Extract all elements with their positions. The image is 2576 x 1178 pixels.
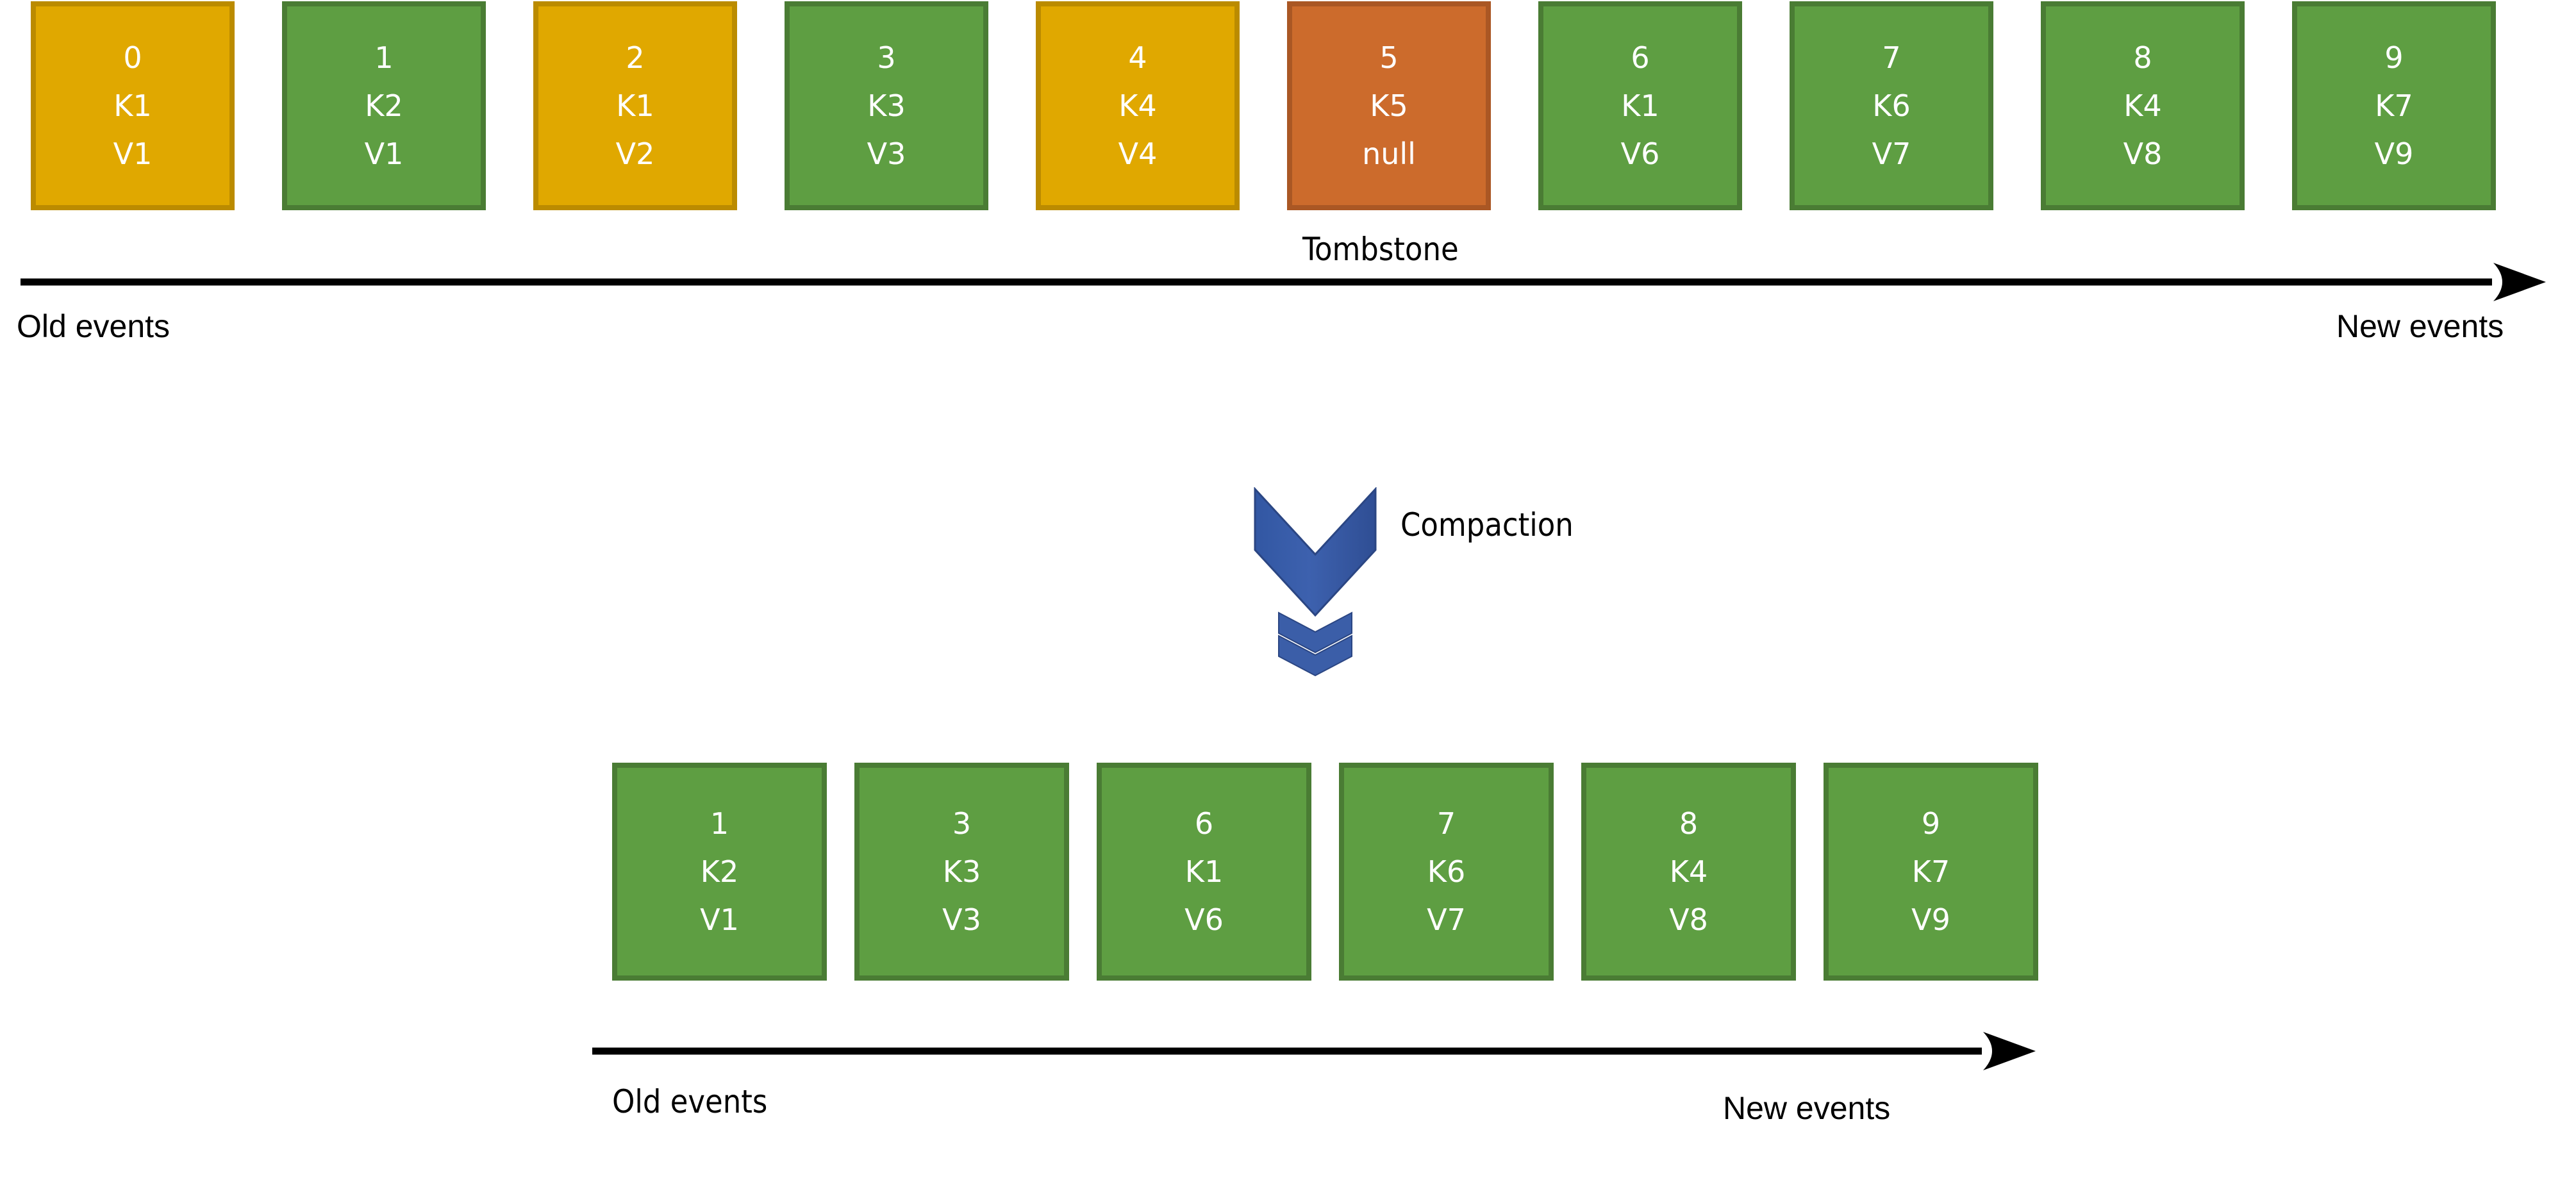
event-key: K1 — [113, 88, 152, 123]
event-key: K2 — [700, 854, 739, 889]
event-offset: 6 — [1194, 806, 1214, 841]
event-key: K6 — [1872, 88, 1911, 123]
event-offset: 7 — [1882, 40, 1901, 75]
event-offset: 6 — [1631, 40, 1650, 75]
event-value: V1 — [113, 137, 153, 171]
event-value: V6 — [1620, 137, 1660, 171]
tombstone-label: Tombstone — [1302, 231, 1459, 268]
event-key: K4 — [1669, 854, 1708, 889]
event-offset: 4 — [1128, 40, 1147, 75]
event-offset: 9 — [1921, 806, 1941, 841]
compaction-arrow-icon — [1253, 487, 1381, 679]
event-key: K4 — [1118, 88, 1157, 123]
event-key: K3 — [867, 88, 906, 123]
event-value: V7 — [1872, 137, 1911, 171]
compaction-label: Compaction — [1400, 506, 1574, 543]
event-value: V4 — [1118, 137, 1158, 171]
event-offset: 1 — [710, 806, 729, 841]
event-key: K1 — [1184, 854, 1224, 889]
event-value: null — [1362, 137, 1416, 171]
event-key: K1 — [1621, 88, 1659, 123]
before-old-events-label: Old events — [17, 308, 170, 344]
event-value: V9 — [1911, 902, 1950, 937]
event-value: V1 — [364, 137, 404, 171]
event-value: V1 — [700, 902, 739, 937]
before-timeline-arrow — [18, 256, 2547, 308]
event-value: V6 — [1184, 902, 1224, 937]
after-old-events-label: Old events — [612, 1083, 768, 1120]
event-offset: 3 — [877, 40, 896, 75]
event-key: K3 — [942, 854, 981, 889]
event-value: V9 — [2374, 137, 2414, 171]
event-offset: 5 — [1379, 40, 1399, 75]
event-value: V3 — [942, 902, 981, 937]
event-offset: 8 — [2133, 40, 2152, 75]
event-value: V8 — [2123, 137, 2163, 171]
event-key: K5 — [1370, 88, 1408, 123]
event-key: K7 — [1911, 854, 1950, 889]
after-timeline-arrow — [590, 1025, 2038, 1077]
event-offset: 7 — [1436, 806, 1456, 841]
event-offset: 3 — [952, 806, 972, 841]
event-key: K4 — [2123, 88, 2162, 123]
event-key: K1 — [616, 88, 654, 123]
event-offset: 9 — [2384, 40, 2404, 75]
event-value: V2 — [615, 137, 655, 171]
before-new-events-label: New events — [2336, 308, 2504, 344]
event-value: V7 — [1427, 902, 1466, 937]
event-offset: 2 — [626, 40, 645, 75]
event-offset: 0 — [123, 40, 142, 75]
after-new-events-label: New events — [1723, 1090, 1891, 1126]
event-offset: 8 — [1679, 806, 1699, 841]
event-key: K7 — [2375, 88, 2413, 123]
event-key: K6 — [1427, 854, 1466, 889]
event-key: K2 — [365, 88, 403, 123]
event-value: V8 — [1669, 902, 1708, 937]
event-offset: 1 — [374, 40, 394, 75]
event-value: V3 — [867, 137, 906, 171]
